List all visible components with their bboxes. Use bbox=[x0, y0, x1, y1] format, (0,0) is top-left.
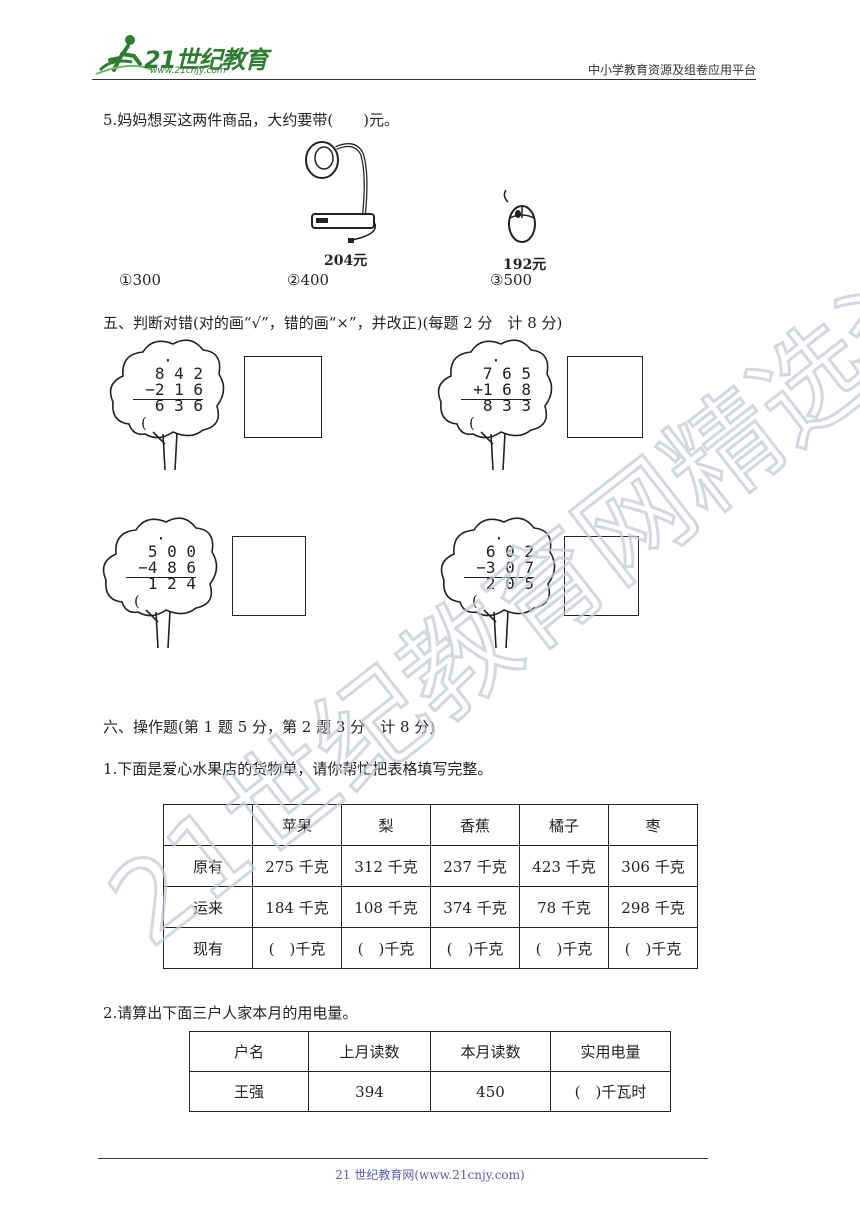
minuend: 6 0 2 bbox=[485, 542, 534, 561]
footer-divider bbox=[98, 1158, 708, 1159]
option-1[interactable]: ①300 bbox=[119, 271, 162, 289]
logo-runner-icon bbox=[95, 35, 153, 75]
table-cell: 78 千克 bbox=[519, 886, 609, 928]
table-cell[interactable]: ( )千瓦时 bbox=[550, 1071, 671, 1112]
borrow-dot: · bbox=[491, 351, 501, 370]
answer-parenthesis: ( bbox=[134, 592, 140, 610]
result: 1 2 4 bbox=[147, 574, 196, 593]
table-cell: 184 千克 bbox=[252, 886, 342, 928]
table-row: 苹果梨香蕉橘子枣 bbox=[163, 804, 698, 846]
answer-parenthesis: ( bbox=[141, 414, 147, 432]
table-cell: 枣 bbox=[608, 804, 698, 846]
mouse-price: 192元 bbox=[503, 257, 547, 273]
footer: 21 世纪教育网(www.21cnjy.com) bbox=[335, 1168, 525, 1182]
answer-parenthesis: ( bbox=[469, 414, 475, 432]
tree-icon bbox=[102, 517, 218, 649]
minuend: 5 0 0 bbox=[147, 542, 196, 561]
question-6-1: 1.下面是爱心水果店的货物单，请你帮忙把表格填写完整。 bbox=[103, 760, 493, 778]
borrow-dot: · bbox=[163, 351, 173, 370]
table-cell: 苹果 bbox=[252, 804, 342, 846]
logo-url: www.21cnjy.com bbox=[150, 66, 226, 76]
answer-box[interactable] bbox=[232, 536, 306, 616]
borrow-dot: · bbox=[156, 529, 166, 548]
result: 6 3 6 bbox=[154, 396, 203, 415]
table-cell: 450 bbox=[430, 1071, 551, 1112]
subtrahend: −4 8 6 bbox=[138, 558, 196, 577]
table-cell[interactable]: ( )千克 bbox=[608, 927, 698, 969]
table-cell: 423 千克 bbox=[519, 845, 609, 887]
option-2[interactable]: ②400 bbox=[287, 271, 330, 289]
option-3[interactable]: ③500 bbox=[490, 271, 533, 289]
table-cell[interactable]: ( )千克 bbox=[252, 927, 342, 969]
table-cell[interactable]: ( )千克 bbox=[341, 927, 431, 969]
borrow-dot: · bbox=[494, 529, 504, 548]
sum-line bbox=[461, 399, 531, 400]
table-cell: 上月读数 bbox=[308, 1031, 431, 1072]
table-cell: 运来 bbox=[163, 886, 253, 928]
section-6-title: 六、操作题(第 1 题 5 分，第 2 题 3 分 计 8 分) bbox=[103, 718, 436, 736]
computer-mouse-icon bbox=[503, 189, 536, 243]
table-cell: 原有 bbox=[163, 845, 253, 887]
platform-name: 中小学教育资源及组卷应用平台 bbox=[587, 63, 756, 77]
table-cell: 实用电量 bbox=[550, 1031, 671, 1072]
sum-line bbox=[464, 577, 534, 578]
answer-box[interactable] bbox=[244, 356, 322, 438]
section-5-title: 五、判断对错(对的画“√”，错的画“×”，并改正)(每题 2 分 计 8 分) bbox=[103, 314, 563, 332]
lamp-price: 204元 bbox=[324, 253, 368, 269]
table-cell: 现有 bbox=[163, 927, 253, 969]
table-cell: 橘子 bbox=[519, 804, 609, 846]
header-divider bbox=[92, 79, 756, 80]
table-cell: 本月读数 bbox=[430, 1031, 551, 1072]
table-cell: 374 千克 bbox=[430, 886, 520, 928]
minuend: 8 4 2 bbox=[154, 364, 203, 383]
answer-parenthesis: ( bbox=[472, 592, 478, 610]
table-cell: 312 千克 bbox=[341, 845, 431, 887]
tree-icon bbox=[437, 339, 553, 471]
table-cell: 394 bbox=[308, 1071, 431, 1112]
logo-text: 21世纪教育 bbox=[144, 46, 268, 74]
result: 8 3 3 bbox=[482, 396, 531, 415]
subtrahend: −2 1 6 bbox=[145, 380, 203, 399]
table-cell: 275 千克 bbox=[252, 845, 342, 887]
question-5: 5.妈妈想买这两件商品，大约要带( )元。 bbox=[103, 111, 400, 129]
question-6-2: 2.请算出下面三户人家本月的用电量。 bbox=[103, 1004, 358, 1022]
subtrahend: −3 0 7 bbox=[476, 558, 534, 577]
sum-line bbox=[126, 577, 196, 578]
answer-box[interactable] bbox=[564, 536, 639, 616]
desk-lamp-icon bbox=[305, 141, 377, 243]
table-row: 户名上月读数本月读数实用电量 bbox=[189, 1031, 671, 1072]
table-cell: 237 千克 bbox=[430, 845, 520, 887]
tree-icon bbox=[109, 339, 225, 471]
table-cell: 108 千克 bbox=[341, 886, 431, 928]
tree-icon bbox=[440, 517, 556, 649]
table-row: 现有( )千克( )千克( )千克( )千克( )千克 bbox=[163, 927, 698, 969]
table-cell[interactable]: ( )千克 bbox=[430, 927, 520, 969]
table-cell bbox=[163, 804, 253, 846]
answer-box[interactable] bbox=[567, 356, 643, 438]
table-cell: 306 千克 bbox=[608, 845, 698, 887]
sum-line bbox=[133, 399, 203, 400]
table-cell: 王强 bbox=[189, 1071, 309, 1112]
subtrahend: +1 6 8 bbox=[473, 380, 531, 399]
table-cell[interactable]: ( )千克 bbox=[519, 927, 609, 969]
table-cell: 梨 bbox=[341, 804, 431, 846]
table-cell: 香蕉 bbox=[430, 804, 520, 846]
table-cell: 298 千克 bbox=[608, 886, 698, 928]
minuend: 7 6 5 bbox=[482, 364, 531, 383]
table-cell: 户名 bbox=[189, 1031, 309, 1072]
result: 2 0 5 bbox=[485, 574, 534, 593]
